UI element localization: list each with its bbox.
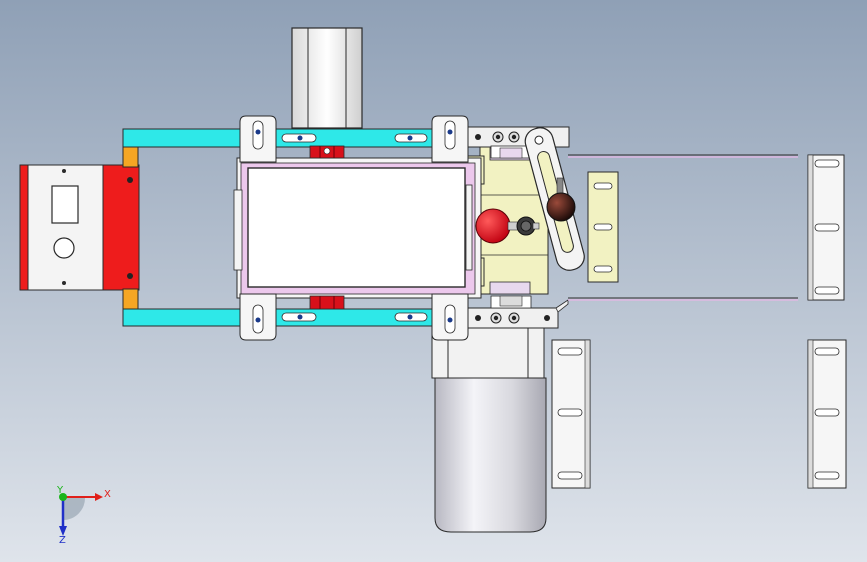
- cyan-frame: [122, 128, 474, 327]
- z-axis-label: Z: [59, 535, 66, 546]
- guide-rods: [568, 154, 798, 301]
- coupling-top: [490, 145, 532, 159]
- mount-bracket-bottom-right: [807, 339, 847, 489]
- red-ball-knob[interactable]: [475, 208, 540, 244]
- y-axis-label: Y: [56, 485, 64, 496]
- orange-bracket-top: [122, 146, 139, 168]
- center-tray: [233, 157, 482, 299]
- x-axis-label: X: [104, 489, 111, 500]
- orange-bracket-bottom: [122, 288, 139, 310]
- stepper-motor-top[interactable]: [291, 27, 363, 129]
- display-window: [51, 185, 79, 224]
- bracket-top-right: [431, 115, 469, 163]
- dc-motor-bottom[interactable]: [431, 324, 547, 533]
- bracket-top-left: [239, 115, 277, 163]
- slotted-lever[interactable]: [522, 125, 587, 273]
- roller-bottom: [309, 295, 345, 310]
- y-axis-dot: [59, 493, 67, 501]
- coordinate-triad: X Y Z: [56, 485, 111, 546]
- control-box[interactable]: [19, 164, 140, 291]
- mount-bracket-right-top: [807, 154, 845, 301]
- bracket-bottom-right: [431, 293, 469, 341]
- bracket-bottom-left: [239, 293, 277, 341]
- mount-bracket-bottom-middle: [551, 339, 591, 489]
- roller-top: [309, 145, 345, 159]
- coupling-bottom: [490, 295, 532, 309]
- gearbox-side-plate: [587, 171, 619, 283]
- power-button[interactable]: [53, 237, 75, 259]
